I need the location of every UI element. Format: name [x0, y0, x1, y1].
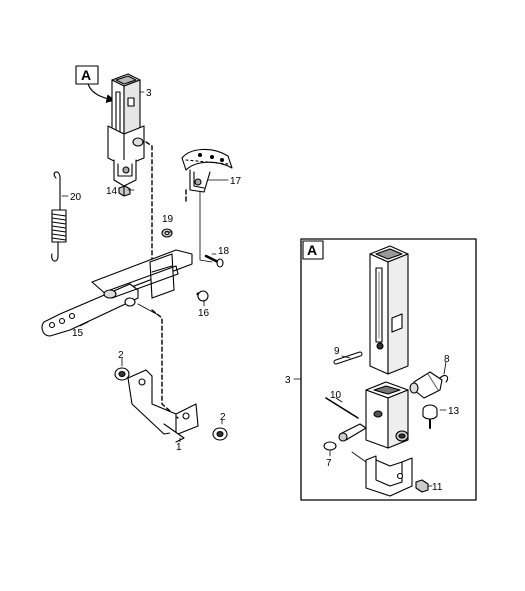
part-17-pedal-pad: [181, 148, 233, 193]
part-label-2-lower: 2: [220, 412, 226, 423]
detail-part-10-rod: [325, 397, 359, 419]
detail-part-label-13: 13: [448, 406, 460, 417]
detail-tube: [369, 245, 409, 375]
detail-a-frame: [293, 238, 477, 501]
part-19-nut: [161, 228, 173, 238]
part-label-2-upper: 2: [118, 350, 124, 361]
part-18-bolt: [204, 254, 224, 268]
detail-part-13-bolt: [422, 404, 438, 429]
part-label-15: 15: [72, 328, 84, 339]
detail-cylinder: [338, 423, 367, 442]
part-label-18: 18: [218, 246, 230, 257]
callout-a-label: A: [81, 67, 91, 83]
detail-part-label-11: 11: [432, 482, 443, 493]
part-15-lever-arm: [41, 249, 193, 337]
detail-clamp-block: [365, 381, 409, 449]
part-label-14: 14: [106, 186, 118, 197]
thin-leader-lines: [137, 189, 213, 317]
part-1-bracket: [127, 369, 199, 443]
part-16-bolt: [196, 290, 209, 302]
detail-part-label-3: 3: [285, 375, 291, 386]
part-label-3: 3: [146, 88, 152, 99]
part-2-bushing-lower: [212, 427, 228, 441]
part-label-16: 16: [198, 308, 210, 319]
detail-part-7-clip: [323, 441, 337, 451]
part-14-nut: [118, 185, 131, 197]
leader-lines-left: [61, 91, 229, 443]
detail-a-label: A: [307, 242, 317, 258]
part-20-spring: [51, 171, 67, 262]
detail-part-label-10: 10: [330, 390, 342, 401]
detail-callout-a: [75, 65, 116, 103]
detail-part-9-pin: [333, 351, 363, 365]
detail-part-8-knob: [409, 371, 449, 399]
part-label-20: 20: [70, 192, 82, 203]
detail-part-label-7: 7: [326, 458, 332, 469]
detail-part-11-nut: [415, 479, 429, 493]
part-2-bushing-upper: [114, 367, 130, 381]
part-label-19: 19: [162, 214, 174, 225]
part-label-17: 17: [230, 176, 242, 187]
part-label-1: 1: [176, 442, 182, 453]
detail-u-bracket: [365, 455, 413, 497]
detail-part-label-8: 8: [444, 354, 450, 365]
detail-leader-lines: [329, 355, 447, 487]
detail-part-label-9: 9: [334, 346, 340, 357]
part-3-tube: [107, 73, 145, 187]
